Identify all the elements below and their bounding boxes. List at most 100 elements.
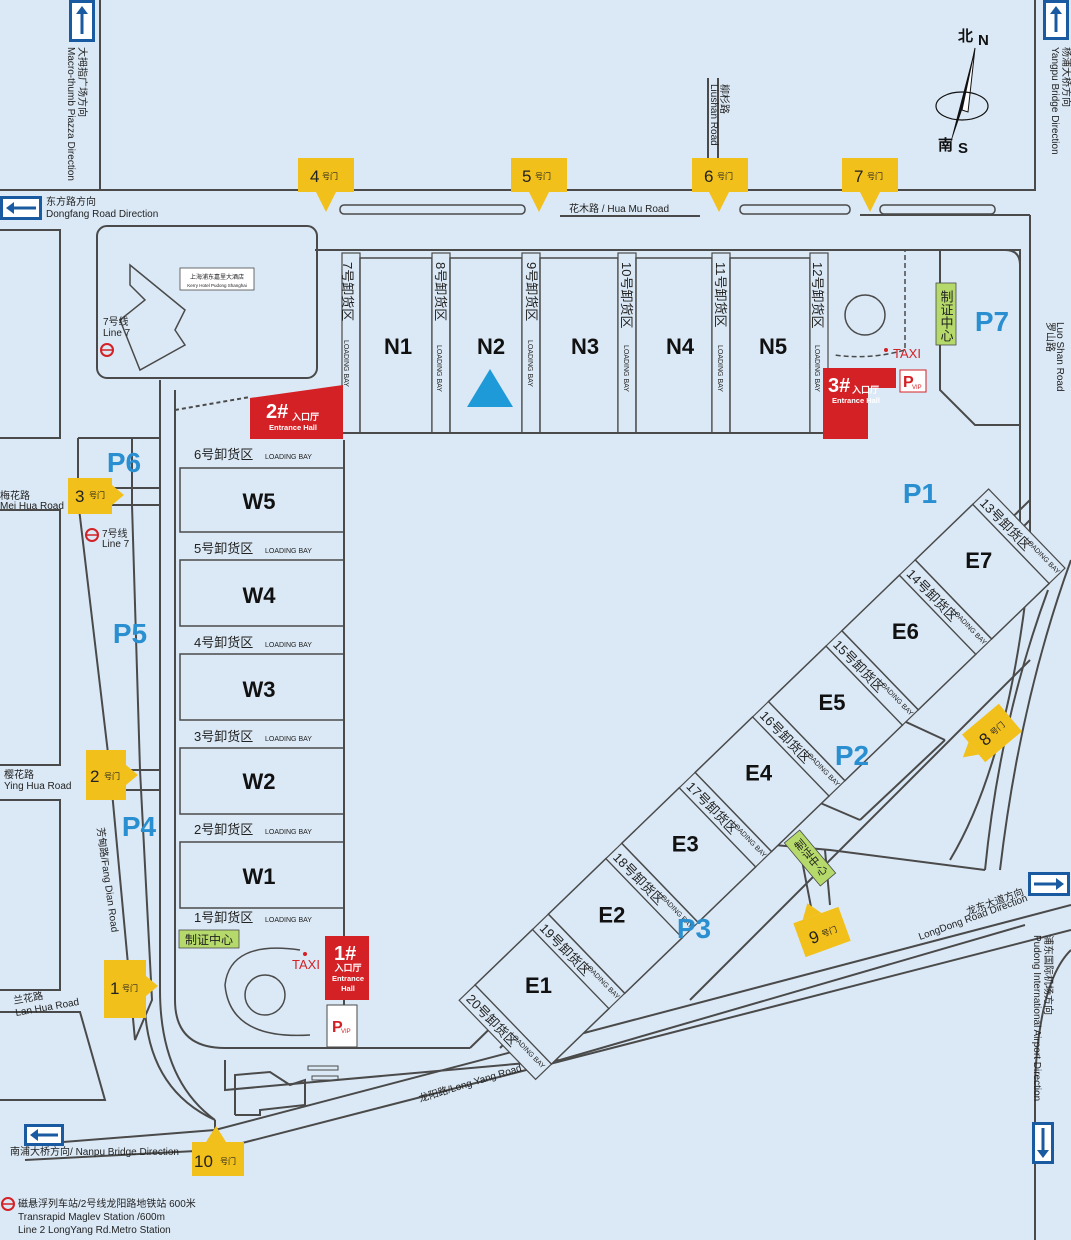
arrow-dongfang: [0, 196, 42, 220]
taxi-stand-north: TAXI: [884, 346, 921, 361]
bay-6-label: 6号卸货区: [194, 447, 253, 462]
entrance-3-num: 3#: [828, 375, 850, 397]
bay-10-label: 10号卸货区: [619, 262, 634, 328]
road-meihua-en: Mei Hua Road: [0, 501, 64, 512]
entrance-hall-2[interactable]: 2# 入口厅 Entrance Hall: [250, 385, 343, 439]
bay-1-label: 1号卸货区: [194, 910, 253, 925]
road-huamu: 花木路 / Hua Mu Road: [569, 202, 669, 215]
bay-2-en: LOADING BAY: [265, 829, 312, 836]
roundabout-northeast: [844, 294, 886, 336]
road-macro-thumb-en: Macro-thumb Piazza Direction: [65, 47, 76, 181]
gate-10-suffix: 号门: [220, 1156, 236, 1166]
gate-7[interactable]: 7 号门: [842, 158, 898, 212]
entrance-1-num: 1#: [334, 943, 356, 965]
metro-line7-en-hotel: Line 7: [103, 328, 131, 339]
bay-7-en: LOADING BAY: [342, 340, 349, 387]
vip-p-north: P: [903, 374, 914, 391]
gate-1[interactable]: 1 号门: [104, 960, 158, 1018]
hotel-label-en: Kerry Hotel Pudong Shanghai: [187, 283, 247, 288]
gate-8[interactable]: 8 号门: [951, 703, 1022, 771]
buildings-southwest: [234, 1065, 339, 1116]
parking-p1[interactable]: P1: [903, 478, 937, 509]
bay-4-label: 4号卸货区: [194, 635, 253, 650]
road-luoshan-en: Luo Shan Road: [1054, 322, 1065, 392]
entrance-hall-1[interactable]: 1# 入口厅 Entrance Hall: [325, 936, 369, 1000]
gate-2[interactable]: 2 号门: [86, 750, 138, 800]
metro-station-line1: 磁悬浮列车站/2号线龙阳路地铁站 600米: [18, 1197, 196, 1210]
bay-5-label: 5号卸货区: [194, 541, 253, 556]
hotel-label-zh: 上海浦东嘉里大酒店: [190, 273, 244, 281]
bay-8-en: LOADING BAY: [435, 345, 442, 392]
bay-9-label: 9号卸货区: [524, 262, 539, 321]
entrance-2-zh: 入口厅: [291, 412, 319, 422]
gate-6-suffix: 号门: [717, 171, 733, 181]
gate-6-num: 6: [704, 167, 713, 186]
hall-e1: E1: [525, 973, 552, 998]
hall-n5: N5: [759, 334, 787, 359]
hotel-block: 上海浦东嘉里大酒店 Kerry Hotel Pudong Shanghai: [119, 263, 255, 372]
entrance-hall-3[interactable]: 3# 入口厅 Entrance Hall: [823, 368, 896, 439]
compass-icon: 北 N 南 S: [935, 28, 989, 157]
entrance-3-zh: 入口厅: [851, 385, 879, 395]
hall-n1: N1: [384, 334, 412, 359]
bay-12-label: 12号卸货区: [810, 262, 825, 328]
gate-5-num: 5: [522, 167, 531, 186]
bay-3-label: 3号卸货区: [194, 729, 253, 744]
taxi-label-south: TAXI: [292, 957, 320, 972]
west-loading-bay-labels: 6号卸货区 LOADING BAY 5号卸货区 LOADING BAY 4号卸货…: [194, 447, 312, 925]
entrance-2-num: 2#: [266, 401, 288, 423]
hall-e5: E5: [819, 690, 846, 715]
road-pudong-airport-zh: 浦东国际机场方向: [1042, 935, 1055, 1015]
road-pudong-airport-en: Pudong International Airport Direction: [1031, 935, 1042, 1101]
gate-5-suffix: 号门: [535, 171, 551, 181]
gate-4[interactable]: 4 号门: [298, 158, 354, 212]
hall-e4: E4: [745, 761, 773, 786]
road-dongfang-en: Dongfang Road Direction: [46, 209, 158, 220]
parking-p6[interactable]: P6: [107, 447, 141, 478]
hall-e2: E2: [598, 902, 625, 927]
north-halls: [341, 252, 829, 434]
bay-3-en: LOADING BAY: [265, 736, 312, 743]
vip-p-south: P: [332, 1019, 343, 1036]
gate-3-num: 3: [75, 487, 84, 506]
bay-6-en: LOADING BAY: [265, 454, 312, 461]
gate-1-num: 1: [110, 979, 119, 998]
parking-p5[interactable]: P5: [113, 618, 147, 649]
metro-line7-en-meihua: Line 7: [102, 539, 130, 550]
vip-parking-north[interactable]: P VIP: [899, 369, 927, 393]
road-yinghua-en: Ying Hua Road: [4, 781, 71, 792]
gate-5[interactable]: 5 号门: [511, 158, 567, 212]
gate-3[interactable]: 3 号门: [68, 478, 124, 514]
parking-p7[interactable]: P7: [975, 306, 1009, 337]
metro-icon-station: [1, 1197, 15, 1211]
arrow-nanpu: [24, 1124, 64, 1146]
road-yangpu-zh: 杨浦大桥方向: [1060, 47, 1071, 107]
road-meihua-zh: 梅花路: [0, 489, 30, 502]
bay-11-en: LOADING BAY: [716, 345, 723, 392]
bay-2-label: 2号卸货区: [194, 822, 253, 837]
entrance-2-en: Entrance Hall: [269, 423, 317, 432]
hall-n4: N4: [666, 334, 695, 359]
gate-10[interactable]: 10 号门: [192, 1126, 244, 1176]
gate-10-num: 10: [194, 1152, 213, 1171]
metro-line7-zh-hotel: 7号线: [103, 315, 129, 328]
gate-9[interactable]: 9 号门: [789, 894, 851, 958]
gate-6[interactable]: 6 号门: [692, 158, 748, 212]
parking-p2[interactable]: P2: [835, 740, 869, 771]
parking-p4[interactable]: P4: [122, 811, 157, 842]
bay-11-label: 11号卸货区: [713, 262, 728, 328]
metro-line7-zh-meihua: 7号线: [102, 527, 128, 540]
vip-parking-south[interactable]: P VIP: [326, 1004, 358, 1048]
bay-9-en: LOADING BAY: [526, 340, 533, 387]
hall-e7: E7: [965, 548, 992, 573]
badge-center-north: 制证中心: [935, 282, 957, 346]
parking-p3[interactable]: P3: [677, 913, 711, 944]
road-liushan-en: Liushan Road: [708, 84, 719, 146]
bay-5-en: LOADING BAY: [265, 548, 312, 555]
compass-south-zh: 南: [938, 136, 953, 154]
vip-sub-south: VIP: [341, 1029, 351, 1035]
gate-2-suffix: 号门: [104, 771, 120, 781]
arrow-pudong-airport: [1032, 1122, 1054, 1164]
metro-station-line3: Line 2 LongYang Rd.Metro Station: [18, 1225, 171, 1236]
